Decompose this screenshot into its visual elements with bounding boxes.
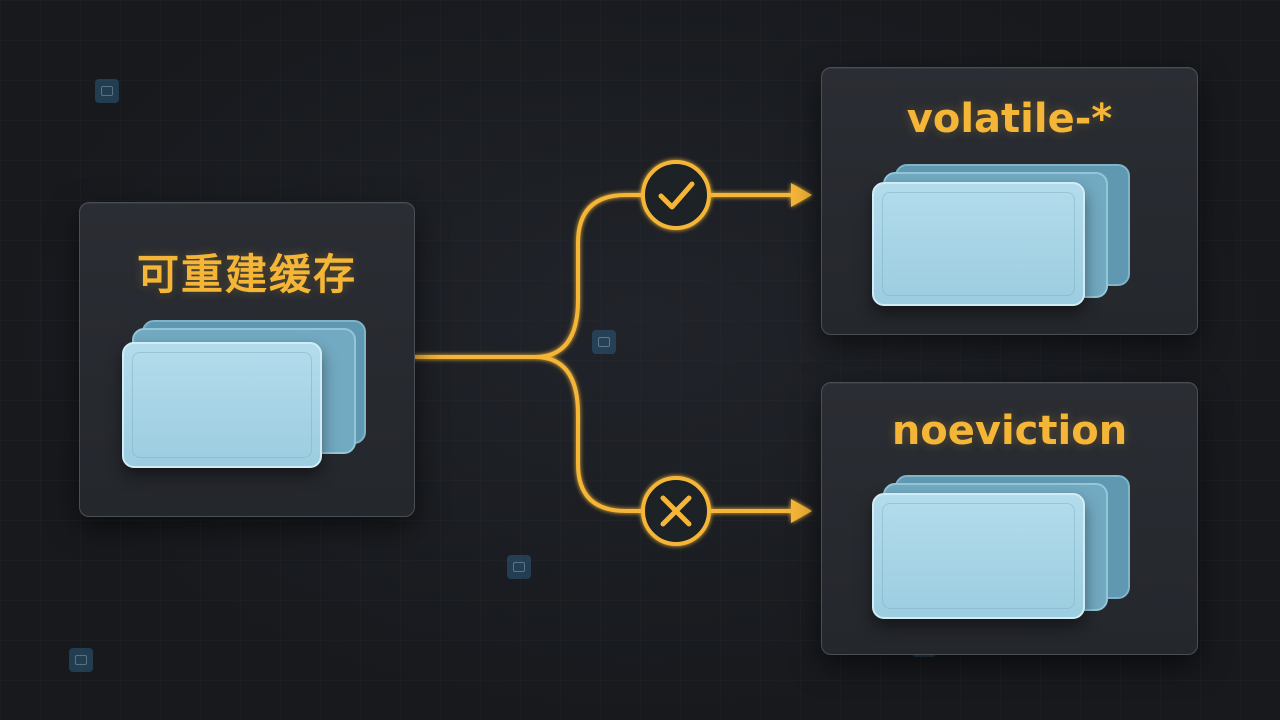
cache-stack-icon [122, 320, 367, 470]
watermark-icon [592, 330, 616, 354]
watermark-icon [95, 79, 119, 103]
arrowhead-upper-icon [791, 183, 812, 207]
connector-upper-branch-line [533, 193, 645, 359]
noeviction-panel: noeviction [821, 382, 1198, 655]
cross-icon [641, 476, 711, 546]
noeviction-panel-title: noeviction [891, 408, 1128, 454]
arrowhead-lower-icon [791, 499, 812, 523]
watermark-icon [507, 555, 531, 579]
source-panel-title: 可重建缓存 [136, 250, 357, 299]
cache-stack-icon [872, 162, 1132, 307]
connector-lower-branch-line [533, 355, 645, 513]
watermark-icon [69, 648, 93, 672]
volatile-panel-title: volatile-* [906, 96, 1113, 142]
source-panel: 可重建缓存 [79, 202, 415, 517]
check-icon [641, 160, 711, 230]
volatile-panel: volatile-* [821, 67, 1198, 335]
cache-stack-icon [872, 473, 1132, 621]
